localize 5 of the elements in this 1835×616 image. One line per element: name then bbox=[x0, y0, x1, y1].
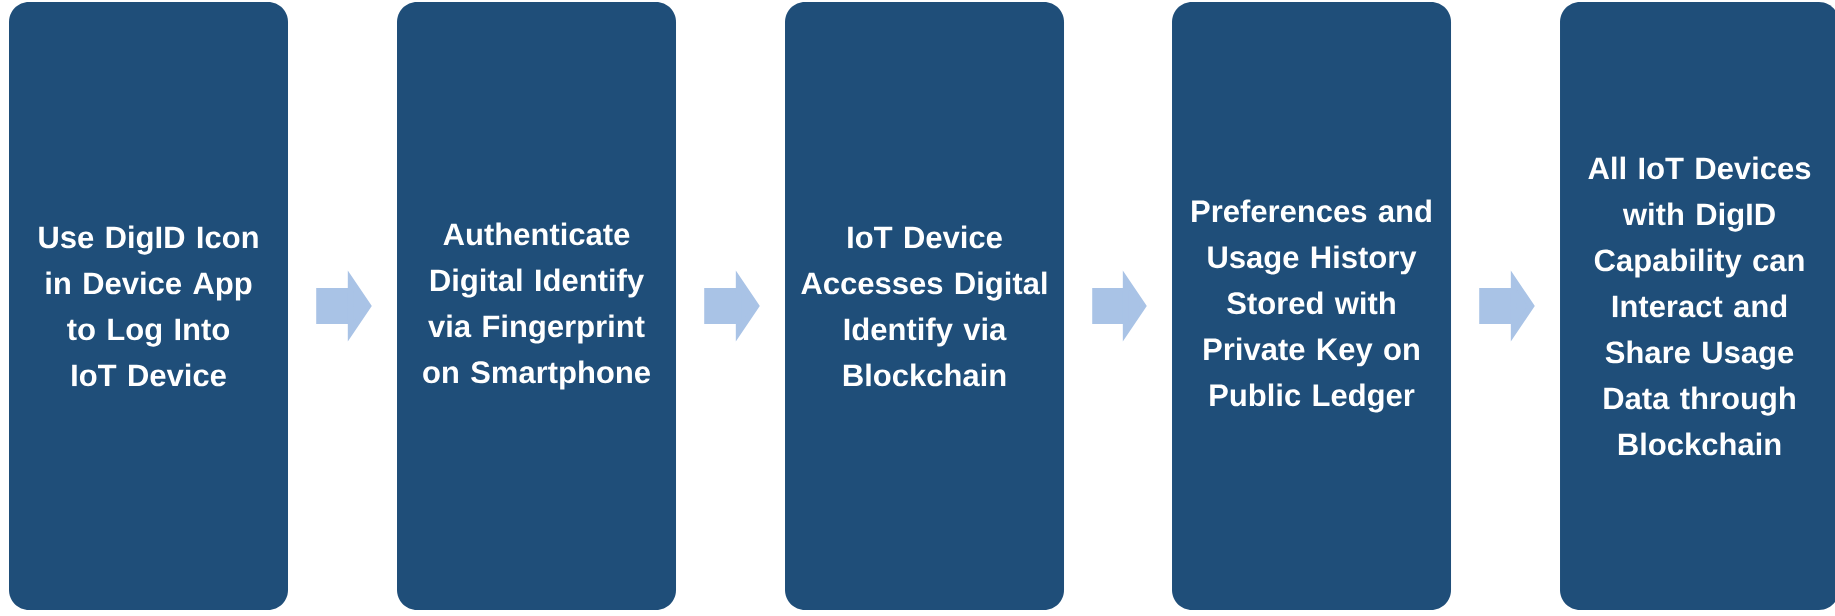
process-box: All IoT Devices with DigID Capability can Interact and Share Usage Data through Blockchain bbox=[1560, 2, 1835, 610]
process-box: IoT Device Accesses Digital Identify via Blockchain bbox=[785, 2, 1064, 610]
process-box: Authenticate Digital Identify via Fingerprint on Smartphone bbox=[397, 2, 676, 610]
process-box: Preferences and Usage History Stored with Private Key on Public Ledger bbox=[1172, 2, 1451, 610]
process-box: Use DigID Icon in Device App to Log Into IoT Device bbox=[9, 2, 288, 610]
